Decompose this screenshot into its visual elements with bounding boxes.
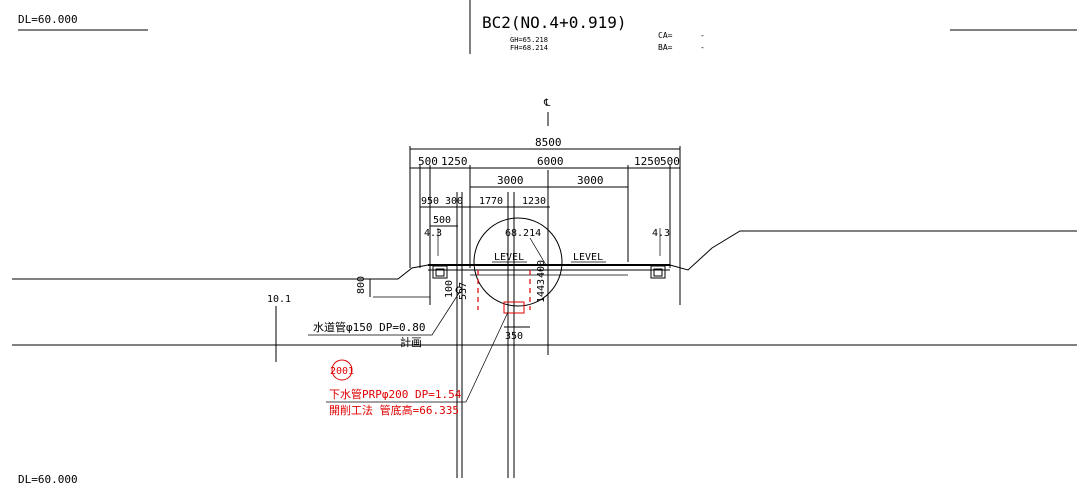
ba-label: BA= xyxy=(658,43,673,52)
water-pipe-leader xyxy=(308,292,460,336)
level-left: LEVEL xyxy=(494,252,524,263)
curb-right-inner xyxy=(653,268,663,277)
centerline-symbol: ℄ xyxy=(543,98,551,109)
dim-left-outer: 500 xyxy=(418,155,438,168)
dim-right-outer: 500 xyxy=(660,155,680,168)
dim-400: 400 xyxy=(536,260,547,278)
elevation-label: 68.214 xyxy=(505,228,541,239)
dim-left-lane: 3000 xyxy=(497,174,524,187)
dim-left-sidewalk: 1250 xyxy=(441,155,468,168)
dim-carriageway: 6000 xyxy=(537,155,564,168)
dim-1770: 1770 xyxy=(479,196,503,207)
water-pipe-label: 水道管φ150 DP=0.80 xyxy=(313,320,425,334)
curb-right xyxy=(650,265,666,279)
ba-value: - xyxy=(700,43,705,52)
dim-500: 500 xyxy=(433,215,451,226)
formation-height: FH=68.214 xyxy=(510,44,548,52)
dim-300: 300 xyxy=(445,196,463,207)
datum-level-bottom: DL=60.000 xyxy=(18,473,78,485)
ground-line-left xyxy=(12,264,429,280)
ground-height: GH=65.218 xyxy=(510,36,548,44)
curb-left xyxy=(432,265,448,279)
sewer-id-circle xyxy=(331,359,353,381)
slope-right: 4.3 xyxy=(652,228,670,239)
dim-537: 537 xyxy=(458,282,469,300)
dim-right-sidewalk: 1250 xyxy=(634,155,661,168)
sewer-method-label: 開削工法 管底高=66.335 xyxy=(329,403,459,417)
ca-label: CA= xyxy=(658,31,673,40)
dim-right-lane: 3000 xyxy=(577,174,604,187)
curb-left-inner xyxy=(435,268,445,277)
detail-circle xyxy=(473,217,563,307)
dim-800: 800 xyxy=(356,276,367,294)
dim-100: 100 xyxy=(444,280,455,298)
sewer-leader xyxy=(465,311,509,403)
plan-label: 計画 xyxy=(400,335,422,349)
dim-10-1: 10.1 xyxy=(267,294,291,305)
dim-1443: 1443 xyxy=(536,279,547,303)
ca-value: - xyxy=(700,31,705,40)
sewer-pipe-box xyxy=(503,301,525,314)
station-title: BC2(NO.4+0.919) xyxy=(482,13,627,32)
ground-line-right xyxy=(669,230,1077,271)
datum-level-top: DL=60.000 xyxy=(18,13,78,26)
slope-left: 4.3 xyxy=(424,228,442,239)
dim-total: 8500 xyxy=(535,136,562,149)
dim-1230: 1230 xyxy=(522,196,546,207)
sewer-id: 2001 xyxy=(330,366,354,377)
sewer-pipe-label: 下水管PRPφ200 DP=1.54 xyxy=(329,387,462,401)
elevation-leader xyxy=(529,237,547,266)
level-right: LEVEL xyxy=(573,252,603,263)
dim-350: 350 xyxy=(505,331,523,342)
